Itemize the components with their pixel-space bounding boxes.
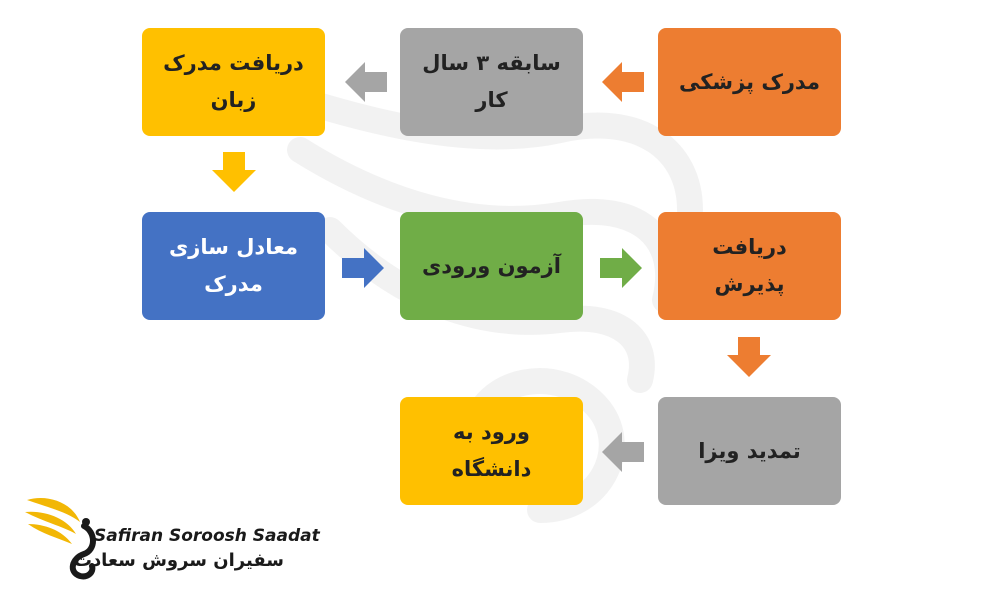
arrow-right-icon <box>600 248 642 288</box>
node-entrance-exam-label: آزمون ورودی <box>422 253 561 278</box>
node-medical-degree: مدرک پزشکی <box>658 28 841 136</box>
node-entrance-exam: آزمون ورودی <box>400 212 583 320</box>
node-work-experience: سابقه ۳ سال کار <box>400 28 583 136</box>
arrow-down-icon <box>727 337 771 377</box>
arrow-left-icon <box>602 62 644 102</box>
node-university-entry-label: ورود به دانشگاه <box>451 420 532 481</box>
company-logo: Safiran Soroosh Saadat سفیران سروش سعادت <box>22 492 320 582</box>
arrow-right-icon <box>342 248 384 288</box>
logo-name-persian: سفیران سروش سعادت <box>73 550 284 571</box>
node-language-certificate-label: دریافت مدرک زبان <box>163 51 304 112</box>
node-work-experience-label: سابقه ۳ سال کار <box>422 51 561 112</box>
node-medical-degree-label: مدرک پزشکی <box>678 69 821 94</box>
node-university-entry: ورود به دانشگاه <box>400 397 583 505</box>
arrow-down-icon <box>212 152 256 192</box>
node-admission: دریافت پذیرش <box>658 212 841 320</box>
node-admission-label: دریافت پذیرش <box>712 235 787 296</box>
logo-name-english: Safiran Soroosh Saadat <box>94 526 320 546</box>
node-visa-extension: تمدید ویزا <box>658 397 841 505</box>
node-visa-extension-label: تمدید ویزا <box>698 438 801 463</box>
node-degree-equivalence-label: معادل سازی مدرک <box>169 235 298 296</box>
bird-logo-icon <box>25 498 96 580</box>
arrow-left-icon <box>602 432 644 472</box>
arrow-left-icon <box>345 62 387 102</box>
node-degree-equivalence: معادل سازی مدرک <box>142 212 325 320</box>
node-language-certificate: دریافت مدرک زبان <box>142 28 325 136</box>
